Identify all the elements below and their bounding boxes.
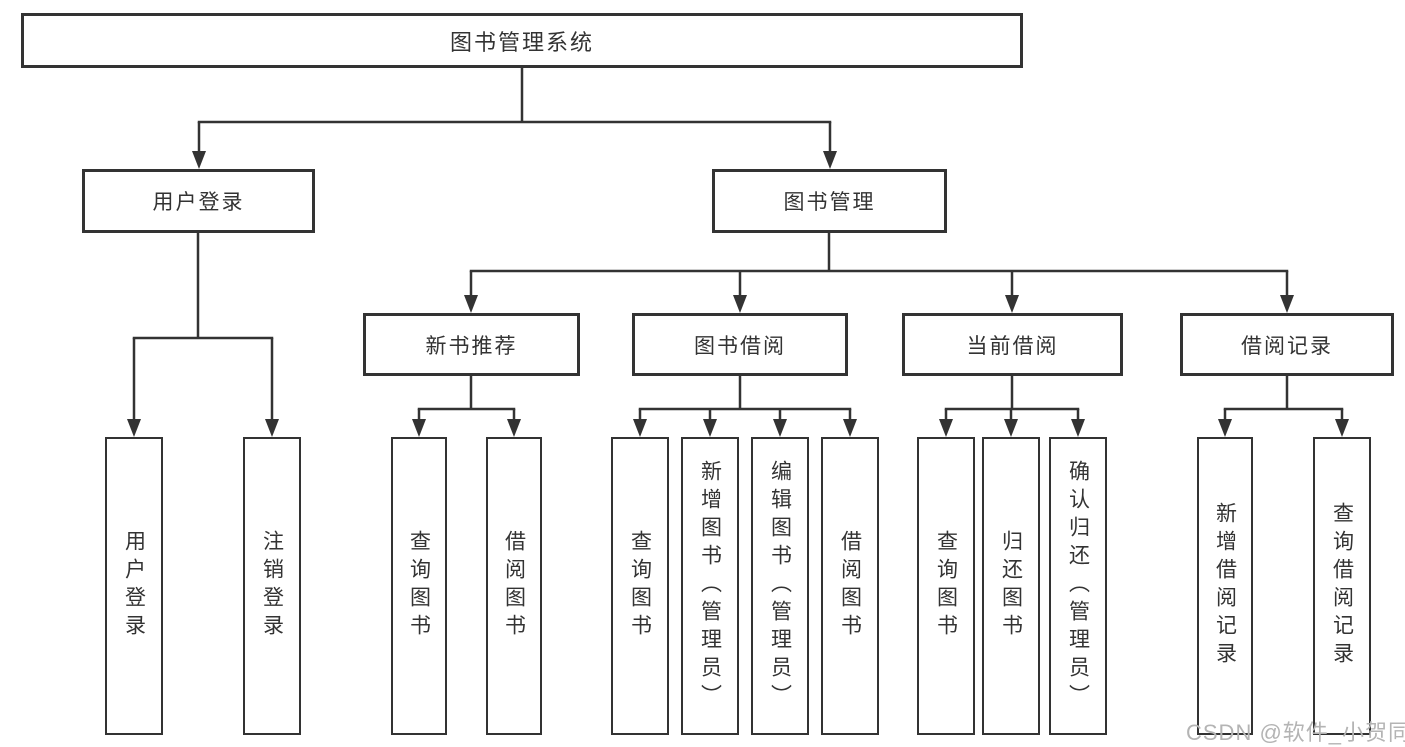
leaf-query-books-2-label: 查询图书 (628, 530, 652, 642)
leaf-edit-books-admin-label: 编辑图书（管理员） (768, 460, 792, 712)
leaf-return-books: 归还图书 (982, 437, 1040, 735)
leaf-add-borrow-record-label: 新增借阅记录 (1213, 502, 1237, 670)
leaf-logout: 注销登录 (243, 437, 301, 735)
node-user-login: 用户登录 (82, 169, 315, 233)
leaf-borrow-books-2: 借阅图书 (821, 437, 879, 735)
leaf-borrow-books-2-label: 借阅图书 (838, 530, 862, 642)
node-book-management: 图书管理 (712, 169, 947, 233)
node-current-borrowing: 当前借阅 (902, 313, 1123, 376)
leaf-borrow-books-1: 借阅图书 (486, 437, 542, 735)
leaf-edit-books-admin: 编辑图书（管理员） (751, 437, 809, 735)
leaf-add-books-admin: 新增图书（管理员） (681, 437, 739, 735)
leaf-query-borrow-record: 查询借阅记录 (1313, 437, 1371, 735)
node-book-borrowing: 图书借阅 (632, 313, 848, 376)
watermark: CSDN @软件_小贺同学 (1186, 720, 1405, 745)
leaf-add-books-admin-label: 新增图书（管理员） (698, 460, 722, 712)
node-library-management-system: 图书管理系统 (21, 13, 1023, 68)
node-borrowing-records: 借阅记录 (1180, 313, 1394, 376)
leaf-borrow-books-1-label: 借阅图书 (502, 530, 526, 642)
leaf-add-borrow-record: 新增借阅记录 (1197, 437, 1253, 735)
leaf-query-books-2: 查询图书 (611, 437, 669, 735)
node-new-book-recommendation: 新书推荐 (363, 313, 580, 376)
leaf-query-books-3: 查询图书 (917, 437, 975, 735)
leaf-return-books-label: 归还图书 (999, 530, 1023, 642)
leaf-query-books-1-label: 查询图书 (407, 530, 431, 642)
leaf-query-books-1: 查询图书 (391, 437, 447, 735)
leaf-user-login: 用户登录 (105, 437, 163, 735)
leaf-query-books-3-label: 查询图书 (934, 530, 958, 642)
leaf-logout-label: 注销登录 (260, 530, 284, 642)
leaf-user-login-label: 用户登录 (122, 530, 146, 642)
leaf-query-borrow-record-label: 查询借阅记录 (1330, 502, 1354, 670)
leaf-confirm-return-admin-label: 确认归还（管理员） (1066, 460, 1090, 712)
leaf-confirm-return-admin: 确认归还（管理员） (1049, 437, 1107, 735)
